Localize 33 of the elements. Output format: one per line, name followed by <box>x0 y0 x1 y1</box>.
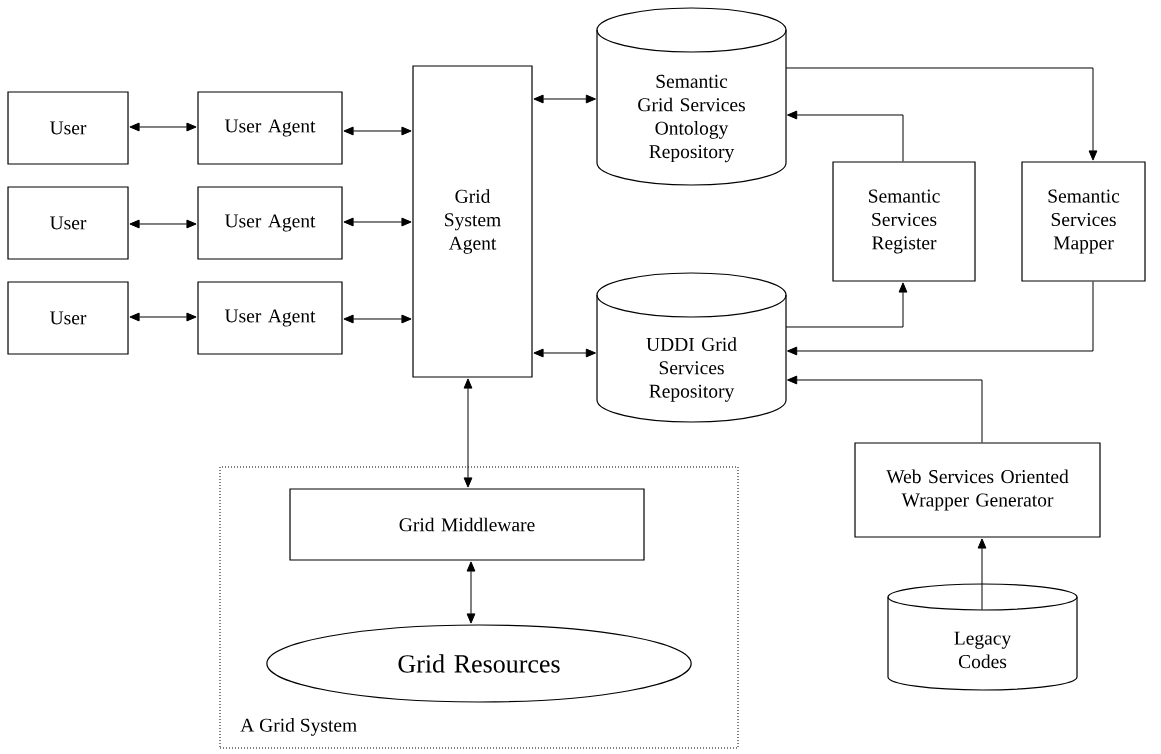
database-cylinder: Legacy Codes <box>887 583 1078 691</box>
arrow <box>533 94 596 104</box>
arrow <box>787 281 1094 356</box>
arrow <box>785 67 1098 161</box>
process-box: Grid Middleware <box>289 488 645 561</box>
arrow <box>787 375 983 443</box>
process-box: User Agent <box>197 91 343 165</box>
process-box: User <box>7 186 129 260</box>
node-label: Legacy Codes <box>954 631 1012 669</box>
arrow <box>129 122 197 132</box>
arrow <box>129 312 197 322</box>
arrow <box>129 219 197 229</box>
process-box: User <box>7 281 129 355</box>
process-box: Grid System Agent <box>412 65 533 378</box>
database-cylinder: Semantic Grid Services Ontology Repository <box>596 7 787 186</box>
arrow <box>463 378 473 488</box>
arrow <box>343 126 412 136</box>
process-box: Semantic Services Mapper <box>1021 161 1146 282</box>
process-box: Semantic Services Register <box>832 161 976 282</box>
arrow <box>977 538 987 611</box>
database-cylinder: UDDI Grid Services Repository <box>596 272 787 423</box>
process-box: Web Services Oriented Wrapper Generator <box>854 442 1101 538</box>
arrow <box>787 110 904 162</box>
node-label: Semantic Grid Services Ontology Repository <box>638 74 745 163</box>
node-label: UDDI Grid Services Repository <box>646 337 737 402</box>
arrow <box>466 561 476 624</box>
arrow <box>343 314 412 324</box>
process-box: User Agent <box>197 281 343 355</box>
arrow <box>785 282 908 328</box>
arrow <box>533 348 596 358</box>
process-box: User <box>7 91 129 165</box>
process-box: User Agent <box>197 186 343 260</box>
arrow <box>343 217 412 227</box>
